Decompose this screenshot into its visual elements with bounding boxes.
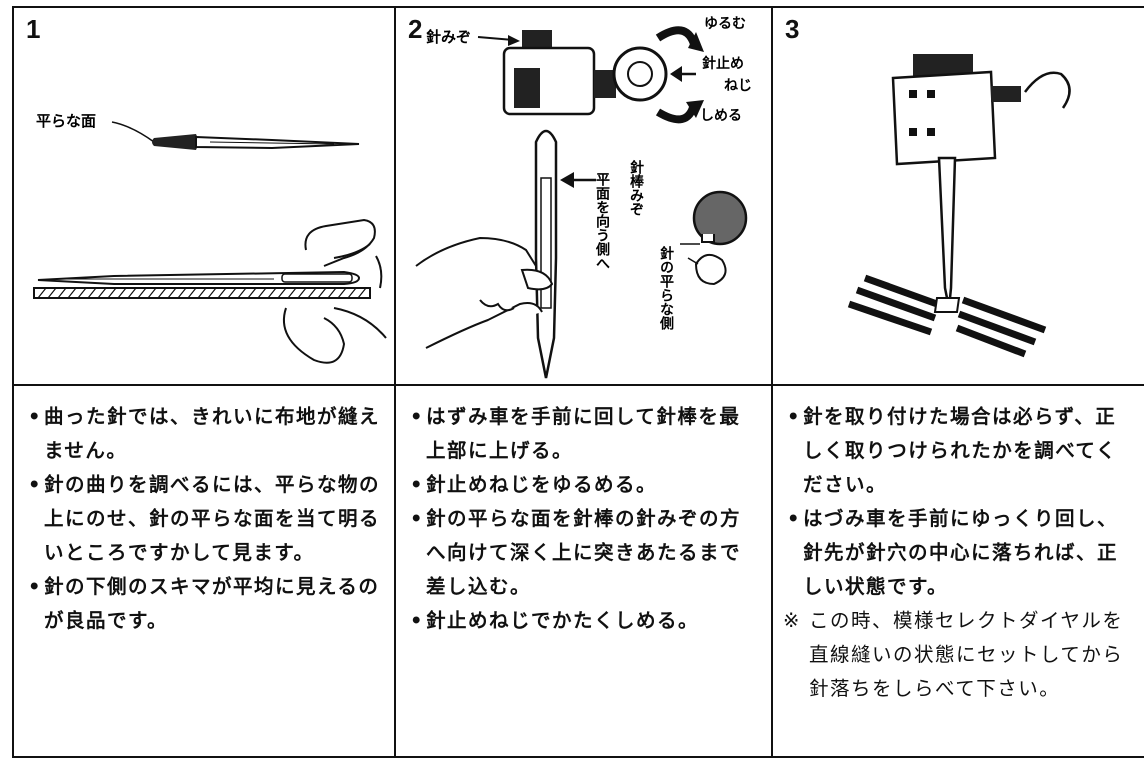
panel-1-text: 曲った針では、きれいに布地が縫えません。 針の曲りを調べるには、平らな物の上にの… xyxy=(12,384,396,758)
needle-clamp-icon xyxy=(502,30,616,116)
panel-2-bullet: はずみ車を手前に回して針棒を最上部に上げる。 xyxy=(410,400,761,468)
needle-groove-label: 針みぞ xyxy=(426,28,471,46)
panel-3-text: 針を取り付けた場合は必らず、正しく取りつけられたかを調べてください。 はづみ車を… xyxy=(771,384,1144,758)
needle-plate-icon xyxy=(847,274,1047,358)
needle-check-illustration: 平らな面 xyxy=(33,112,387,364)
panel-3-bullet: はづみ車を手前にゆっくり回し、針先が針穴の中心に落ちれば、正しい状態です。 xyxy=(787,502,1136,604)
loosen-arrow-icon xyxy=(655,26,698,46)
needle-on-surface-icon xyxy=(37,270,361,285)
loosen-label: ゆるむ xyxy=(704,16,746,32)
tighten-label: しめる xyxy=(700,108,742,124)
needle-insert-illustration: 針みぞ xyxy=(415,16,752,379)
tighten-arrow-icon xyxy=(655,102,698,124)
panel-1-bullet: 曲った針では、きれいに布地が縫えません。 xyxy=(28,400,384,468)
fingers-icon xyxy=(282,218,387,364)
flat-side-vertical-label: 平面を向う側へ xyxy=(594,172,611,270)
flat-surface-label: 平らな面 xyxy=(36,112,96,130)
needle-vertical-icon xyxy=(534,129,558,379)
clamp-screw-icon xyxy=(612,46,668,102)
needle-bar-cross-section-icon xyxy=(680,190,748,286)
bar-groove-vertical-label: 針棒みぞ xyxy=(628,159,644,216)
needle-down-icon xyxy=(937,156,957,309)
screw-label-1: 針止め xyxy=(702,55,744,72)
panel-3-note: ※ この時、模様セレクトダイヤルを直線縫いの状態にセットしてから針落ちをしらべて… xyxy=(783,604,1136,706)
presser-foot-icon xyxy=(891,54,1071,166)
needle-drop-check-illustration xyxy=(847,54,1071,358)
note-mark: ※ xyxy=(783,609,801,632)
panel-2-bullet: 針止めねじをゆるめる。 xyxy=(410,468,761,502)
panel-1-figure: 平らな面 xyxy=(12,6,396,386)
hand-icon xyxy=(415,236,554,349)
needle-flat-vertical-label: 針の平らな側 xyxy=(658,245,675,331)
panel-3-number: 3 xyxy=(785,14,800,44)
panel-2-figure: 針みぞ xyxy=(394,6,773,386)
panel-1-bullet: 針の曲りを調べるには、平らな物の上にのせ、針の平らな面を当て明るいところですかし… xyxy=(28,468,384,570)
panel-2-bullet: 針止めねじでかたくしめる。 xyxy=(410,604,761,638)
panel-3-figure: 3 xyxy=(771,6,1144,386)
panel-2-bullet: 針の平らな面を針棒の針みぞの方へ向けて深く上に突きあたるまで差し込む。 xyxy=(410,502,761,604)
panel-1-number: 1 xyxy=(26,14,41,44)
panel-3-note-text: この時、模様セレクトダイヤルを直線縫いの状態にセットしてから針落ちをしらべて下さ… xyxy=(809,609,1124,700)
panel-2-text: はずみ車を手前に回して針棒を最上部に上げる。 針止めねじをゆるめる。 針の平らな… xyxy=(394,384,773,758)
panel-1-bullet: 針の下側のスキマが平均に見えるのが良品です。 xyxy=(28,570,384,638)
instruction-table: 平らな面 xyxy=(12,6,1144,758)
needle-top-icon xyxy=(152,134,360,150)
panel-2-number: 2 xyxy=(408,14,423,44)
screw-label-2: ねじ xyxy=(724,78,752,94)
panel-3-bullet: 針を取り付けた場合は必らず、正しく取りつけられたかを調べてください。 xyxy=(787,400,1136,502)
